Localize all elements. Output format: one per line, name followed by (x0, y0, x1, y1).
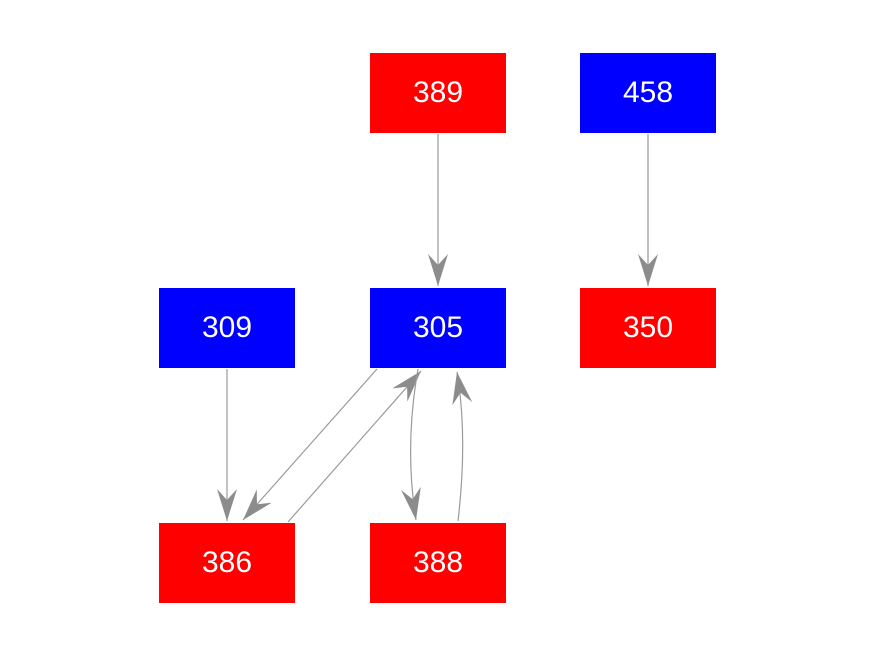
edge-305-to-386 (242, 368, 378, 521)
edge-305-to-388 (401, 368, 421, 521)
node-label: 350 (622, 311, 674, 344)
node-389: 389 (370, 53, 506, 133)
node-350: 350 (580, 288, 716, 368)
edge-388-to-305 (452, 371, 473, 522)
node-388: 388 (370, 523, 506, 603)
node-label: 386 (201, 546, 253, 579)
node-label: 305 (412, 311, 464, 344)
node-305: 305 (370, 288, 506, 368)
node-309: 309 (159, 288, 295, 368)
node-label: 389 (412, 76, 464, 109)
node-386: 386 (159, 523, 295, 603)
node-label: 388 (412, 546, 464, 579)
node-label: 458 (622, 76, 674, 109)
edge-386-to-305 (287, 370, 422, 523)
node-label: 309 (201, 311, 253, 344)
node-458: 458 (580, 53, 716, 133)
